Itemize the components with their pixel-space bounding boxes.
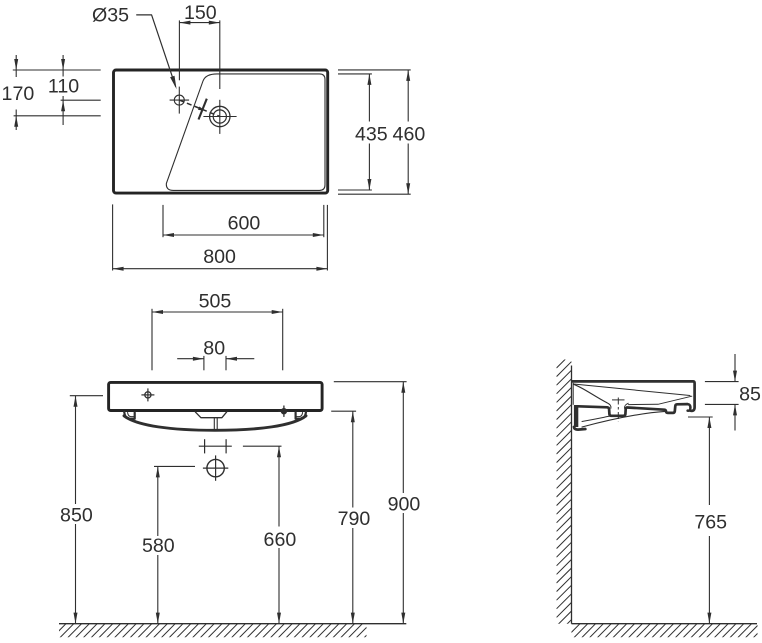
- svg-text:790: 790: [338, 508, 371, 530]
- svg-text:85: 85: [739, 383, 761, 405]
- svg-text:580: 580: [142, 535, 175, 557]
- svg-text:110: 110: [48, 76, 79, 98]
- svg-text:660: 660: [264, 529, 297, 551]
- svg-text:150: 150: [184, 2, 217, 24]
- svg-text:80: 80: [203, 337, 225, 359]
- svg-text:765: 765: [694, 511, 727, 533]
- svg-text:435: 435: [355, 123, 388, 145]
- svg-text:505: 505: [199, 290, 232, 312]
- svg-text:Ø35: Ø35: [92, 5, 129, 27]
- svg-text:800: 800: [203, 246, 236, 268]
- svg-text:900: 900: [388, 493, 421, 515]
- svg-text:600: 600: [228, 213, 261, 235]
- svg-text:460: 460: [393, 123, 426, 145]
- svg-text:850: 850: [60, 504, 93, 526]
- svg-text:170: 170: [2, 83, 35, 105]
